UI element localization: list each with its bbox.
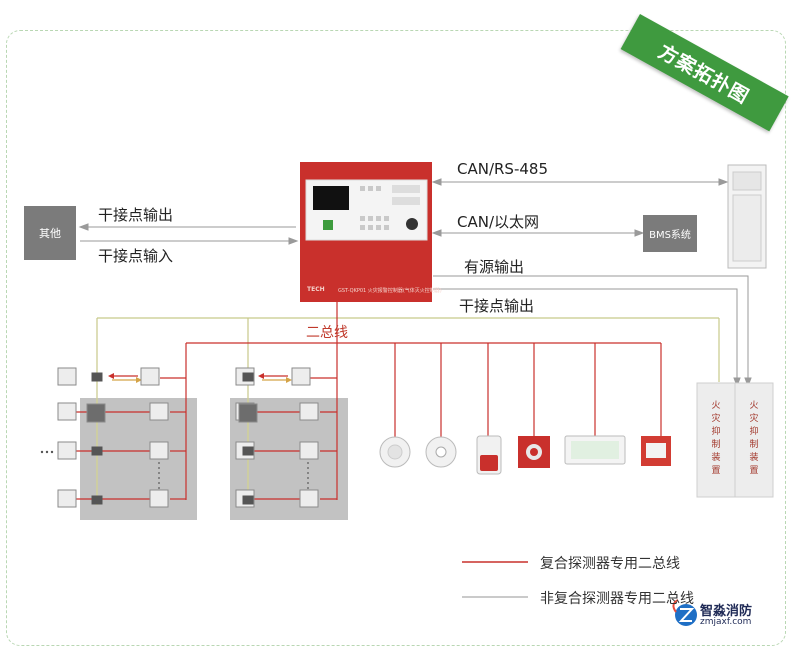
logo-url: zmjaxf.com xyxy=(700,617,752,627)
exit-sign-icon xyxy=(564,435,626,465)
bms-box: BMS系统 xyxy=(643,215,697,252)
heat-detector-icon xyxy=(425,436,457,468)
active-output-line xyxy=(433,275,752,388)
dry-in-left-label: 干接点输入 xyxy=(98,247,174,265)
legend-non-composite-text: 非复合探测器专用二总线 xyxy=(540,591,694,607)
manual-release-button-icon xyxy=(518,436,550,468)
can-rs485-label: CAN/RS-485 xyxy=(457,160,548,178)
legend-composite-text: 复合探测器专用二总线 xyxy=(540,556,680,572)
other-box: 其他 xyxy=(24,206,76,260)
manual-call-point-icon xyxy=(641,436,671,466)
dry-out-right-line xyxy=(433,288,741,388)
dry-out-left-arrow xyxy=(78,223,296,231)
dry-out-right-label: 干接点输出 xyxy=(459,297,535,315)
ellipsis-dots xyxy=(40,450,54,454)
junction-icons xyxy=(91,372,254,505)
smoke-detector-icon xyxy=(379,436,411,468)
can-ethernet-arrow xyxy=(431,229,645,237)
dry-out-left-label: 干接点输出 xyxy=(98,206,174,224)
control-panel xyxy=(300,162,432,302)
dry-in-left-arrow xyxy=(80,237,299,245)
panel-keys xyxy=(360,186,389,230)
diagram-frame xyxy=(6,30,786,646)
sounder-strobe-icon xyxy=(476,435,502,475)
two-bus-label: 二总线 xyxy=(306,325,348,341)
bms-label: BMS系统 xyxy=(649,230,691,241)
can-rs485-arrow xyxy=(431,178,729,186)
host-cabinet-icon xyxy=(727,164,767,269)
extinguisher-right-label: 火灾抑制装置 xyxy=(749,401,759,476)
can-ethernet-label: CAN/以太网 xyxy=(457,213,540,231)
logo-icon xyxy=(672,599,697,626)
other-label: 其他 xyxy=(39,227,61,240)
extinguisher-left-label: 火灾抑制装置 xyxy=(711,401,721,476)
brand-logo: 智淼消防 zmjaxf.com xyxy=(676,600,794,632)
panel-model: GST-QKP01 火灾报警控制器(气体灭火控制器) xyxy=(338,288,442,294)
extinguisher-cabinets xyxy=(696,382,774,498)
active-output-label: 有源输出 xyxy=(464,258,525,276)
logo-name: 智淼消防 xyxy=(700,604,753,619)
panel-brand: TECH xyxy=(307,286,325,293)
zone-left-wiring xyxy=(76,373,187,505)
module-icons-left xyxy=(57,367,169,508)
